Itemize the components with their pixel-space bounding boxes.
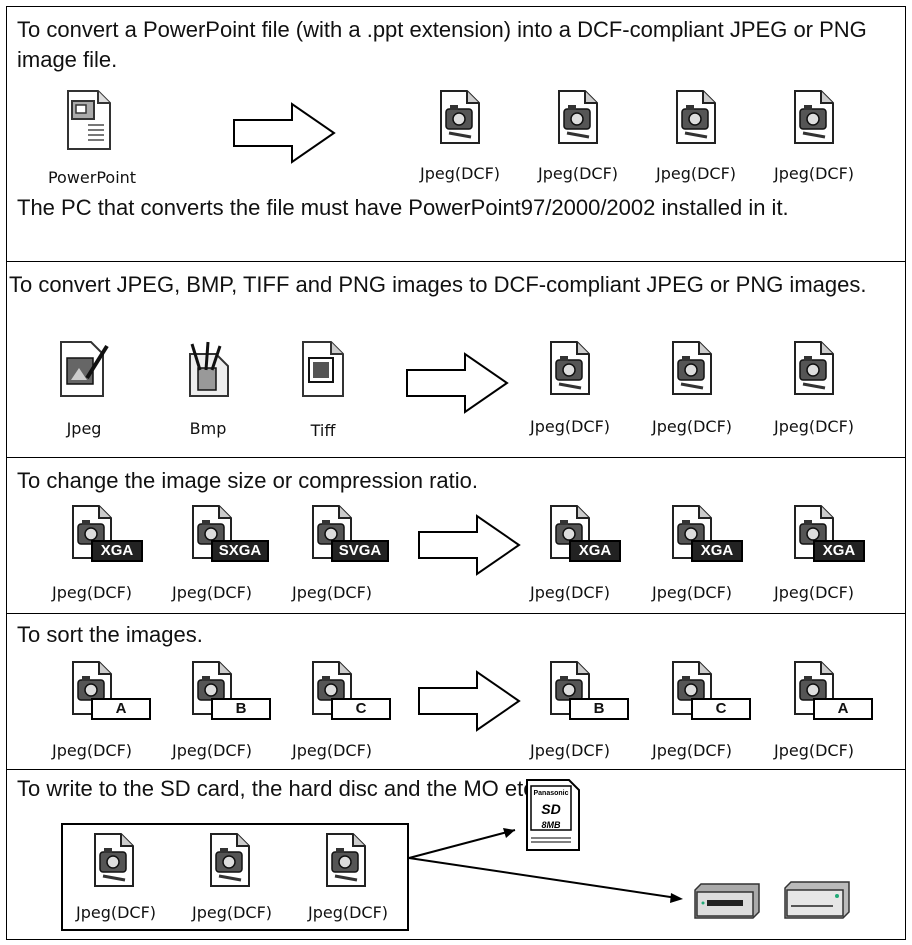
section-heading: To convert a PowerPoint file (with a .pp… bbox=[17, 17, 867, 72]
output-label: Jpeg(DCF) bbox=[773, 417, 855, 436]
jpeg-file-icon bbox=[673, 89, 719, 147]
size-tag: XGA bbox=[569, 540, 621, 562]
source-label: Jpeg(DCF) bbox=[291, 583, 373, 602]
output-label: Jpeg(DCF) bbox=[773, 164, 855, 183]
sort-tag: B bbox=[211, 698, 271, 720]
hard-disc-drive-icon bbox=[693, 882, 763, 922]
section-sort: To sort the images. A B C Jpeg(DCF) Jpeg… bbox=[7, 614, 905, 770]
jpeg-file-icon bbox=[791, 89, 837, 147]
right-arrow-icon bbox=[417, 514, 522, 576]
jpeg-file-icon bbox=[437, 89, 483, 147]
jpeg-file-icon bbox=[669, 340, 715, 398]
section-heading: To convert JPEG, BMP, TIFF and PNG image… bbox=[9, 272, 867, 297]
size-tag: XGA bbox=[691, 540, 743, 562]
section-note: The PC that converts the file must have … bbox=[17, 195, 789, 220]
sort-tag: A bbox=[813, 698, 873, 720]
output-label: Jpeg(DCF) bbox=[651, 417, 733, 436]
jpeg-file-icon bbox=[91, 832, 137, 890]
jpeg-file-icon bbox=[547, 340, 593, 398]
document-frame: To convert a PowerPoint file (with a .pp… bbox=[6, 6, 906, 940]
section-heading: To change the image size or compression … bbox=[17, 468, 479, 493]
powerpoint-file-icon bbox=[62, 89, 114, 151]
source-label: Jpeg bbox=[66, 419, 102, 438]
mo-drive-icon bbox=[783, 880, 853, 922]
right-arrow-icon bbox=[405, 352, 510, 414]
jpeg-file-icon bbox=[791, 340, 837, 398]
bmp-source-icon bbox=[182, 340, 234, 400]
tiff-source-icon bbox=[299, 340, 347, 400]
section-heading: To sort the images. bbox=[17, 622, 203, 647]
size-tag: SVGA bbox=[331, 540, 389, 562]
section-heading: To write to the SD card, the hard disc a… bbox=[17, 776, 541, 801]
jpeg-file-icon bbox=[555, 89, 601, 147]
output-label: Jpeg(DCF) bbox=[651, 583, 733, 602]
output-label: Jpeg(DCF) bbox=[773, 583, 855, 602]
sort-tag: A bbox=[91, 698, 151, 720]
file-label: Jpeg(DCF) bbox=[75, 903, 157, 922]
output-label: Jpeg(DCF) bbox=[419, 164, 501, 183]
source-label: Jpeg(DCF) bbox=[171, 741, 253, 760]
file-group-box bbox=[61, 823, 409, 931]
size-tag: XGA bbox=[91, 540, 143, 562]
output-label: Jpeg(DCF) bbox=[651, 741, 733, 760]
right-arrow-icon bbox=[417, 670, 522, 732]
size-tag: SXGA bbox=[211, 540, 269, 562]
sort-tag: C bbox=[331, 698, 391, 720]
jpeg-file-icon bbox=[323, 832, 369, 890]
section-write: To write to the SD card, the hard disc a… bbox=[7, 770, 905, 941]
right-arrow-icon bbox=[232, 102, 337, 164]
source-label: Jpeg(DCF) bbox=[51, 741, 133, 760]
jpeg-source-icon bbox=[57, 340, 109, 400]
source-label: PowerPoint bbox=[47, 168, 137, 187]
output-label: Jpeg(DCF) bbox=[529, 583, 611, 602]
output-label: Jpeg(DCF) bbox=[773, 741, 855, 760]
destination-arrows bbox=[408, 828, 683, 903]
source-label: Tiff bbox=[310, 421, 336, 440]
source-label: Bmp bbox=[189, 419, 227, 438]
source-label: Jpeg(DCF) bbox=[51, 583, 133, 602]
section-convert: To convert JPEG, BMP, TIFF and PNG image… bbox=[7, 262, 905, 458]
section-powerpoint: To convert a PowerPoint file (with a .pp… bbox=[7, 7, 905, 262]
jpeg-file-icon bbox=[207, 832, 253, 890]
size-tag: XGA bbox=[813, 540, 865, 562]
sort-tag: C bbox=[691, 698, 751, 720]
output-label: Jpeg(DCF) bbox=[655, 164, 737, 183]
sd-card-icon: Panasonic SD 8MB bbox=[525, 778, 581, 852]
output-label: Jpeg(DCF) bbox=[529, 741, 611, 760]
sort-tag: B bbox=[569, 698, 629, 720]
sd-capacity: 8MB bbox=[541, 820, 561, 830]
file-label: Jpeg(DCF) bbox=[191, 903, 273, 922]
source-label: Jpeg(DCF) bbox=[171, 583, 253, 602]
output-label: Jpeg(DCF) bbox=[537, 164, 619, 183]
source-label: Jpeg(DCF) bbox=[291, 741, 373, 760]
output-label: Jpeg(DCF) bbox=[529, 417, 611, 436]
file-label: Jpeg(DCF) bbox=[307, 903, 389, 922]
section-resize: To change the image size or compression … bbox=[7, 458, 905, 614]
sd-brand: Panasonic bbox=[533, 790, 568, 797]
sd-logo: SD bbox=[541, 801, 560, 817]
